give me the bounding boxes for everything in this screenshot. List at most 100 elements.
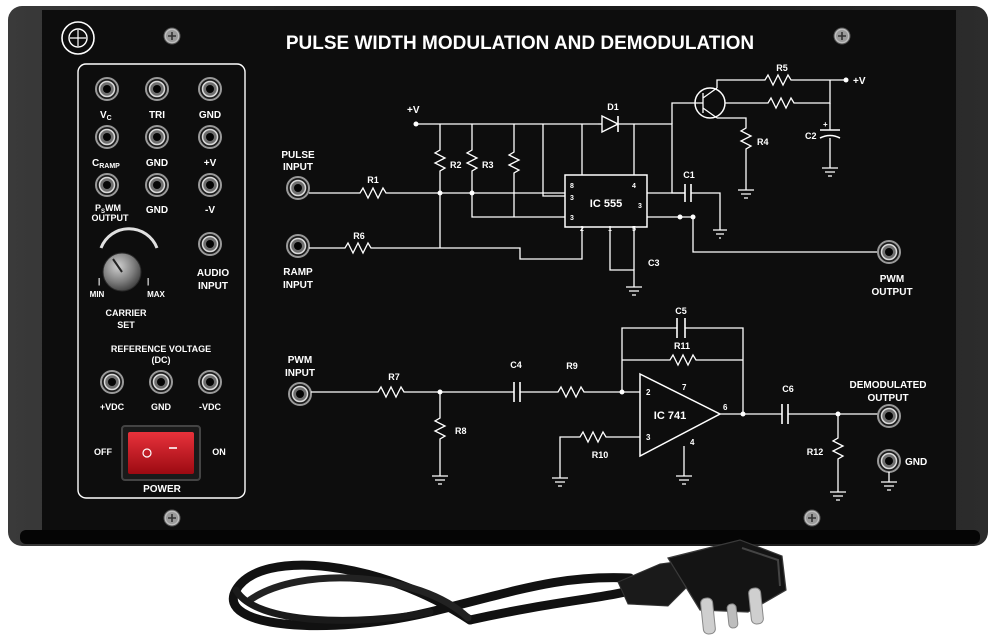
cabinet-base xyxy=(20,530,980,544)
ground-icon xyxy=(432,475,448,485)
pwm-label: PWM xyxy=(288,355,312,366)
d1-label: D1 xyxy=(607,102,619,112)
plus-v-jack[interactable] xyxy=(198,125,222,149)
wire xyxy=(647,216,878,253)
wire xyxy=(542,124,565,197)
demodulator-schematic: PWM INPUT R7 R8 C4 R9 C5 R11 IC 741 2 3 … xyxy=(285,306,927,501)
svg-text:+: + xyxy=(823,120,828,129)
power-switch[interactable] xyxy=(128,432,194,474)
c1-capacitor xyxy=(647,192,721,230)
c6-label: C6 xyxy=(782,384,794,394)
plus-v-label: +V xyxy=(204,158,217,169)
r5-label: R5 xyxy=(776,63,788,73)
r1-label: R1 xyxy=(367,175,379,185)
gnd-jack[interactable] xyxy=(198,77,222,101)
gnd-jack[interactable] xyxy=(877,449,901,473)
d1-diode xyxy=(601,114,620,134)
svg-text:8: 8 xyxy=(570,183,574,190)
c1-label: C1 xyxy=(683,170,695,180)
svg-text:7: 7 xyxy=(682,383,687,392)
on-label: ON xyxy=(212,447,226,457)
modulator-schematic: PULSE INPUT RAMP INPUT R1 R6 +V R2 R3 D1 xyxy=(281,63,912,298)
pulse-label: PULSE xyxy=(281,150,315,161)
plug-icon xyxy=(617,539,787,635)
gnd-jack[interactable] xyxy=(145,125,169,149)
minus-v-jack[interactable] xyxy=(198,173,222,197)
pwm-output-jack[interactable] xyxy=(877,240,901,264)
r10-label: R10 xyxy=(592,450,609,460)
r2-label: R2 xyxy=(450,160,462,170)
pwm-output-jack[interactable] xyxy=(95,173,119,197)
resistor xyxy=(507,124,521,217)
cramp-label: CRAMP xyxy=(92,158,120,170)
power-label: POWER xyxy=(143,484,182,495)
r3-label: R3 xyxy=(482,160,494,170)
svg-text:3: 3 xyxy=(638,203,642,210)
cramp-jack[interactable] xyxy=(95,125,119,149)
knob-scale-arc xyxy=(99,227,159,249)
r2-resistor xyxy=(433,124,447,248)
r8-resistor xyxy=(433,392,447,476)
r12-resistor xyxy=(831,414,845,492)
output-label: OUTPUT xyxy=(867,393,908,404)
pwm-label: PWM xyxy=(880,274,904,285)
audio-input-jack[interactable] xyxy=(198,232,222,256)
ground-icon xyxy=(552,477,568,487)
dc-label: (DC) xyxy=(152,355,171,365)
plus-vdc-label: +VDC xyxy=(100,402,125,412)
vc-jack[interactable] xyxy=(95,77,119,101)
r6-label: R6 xyxy=(353,231,365,241)
r4-label: R4 xyxy=(757,137,769,147)
output-label: OUTPUT xyxy=(871,287,912,298)
ground-icon xyxy=(626,286,642,296)
ground-icon xyxy=(822,167,838,177)
demodulated-output-jack[interactable] xyxy=(877,404,901,428)
r10-resistor xyxy=(559,430,640,478)
gnd-label: GND xyxy=(151,402,172,412)
r11-label: R11 xyxy=(674,341,690,351)
screw-icon xyxy=(803,509,821,527)
ground-icon xyxy=(713,229,727,239)
minus-vdc-jack[interactable] xyxy=(198,370,222,394)
r8-label: R8 xyxy=(455,426,467,436)
power-cord xyxy=(229,560,645,631)
gnd-jack[interactable] xyxy=(145,173,169,197)
svg-text:4: 4 xyxy=(690,438,695,447)
panel-title: PULSE WIDTH MODULATION AND DEMODULATION xyxy=(286,33,754,54)
ramp-input-jack[interactable] xyxy=(286,234,310,258)
r4-resistor xyxy=(717,117,753,190)
ground-icon xyxy=(830,491,846,501)
plus-vdc-jack[interactable] xyxy=(100,370,124,394)
pwm-input-jack[interactable] xyxy=(288,382,312,406)
pulse-input-jack[interactable] xyxy=(286,176,310,200)
input-label: INPUT xyxy=(198,281,228,292)
minus-v-label: -V xyxy=(205,205,215,216)
screw-icon xyxy=(163,27,181,45)
r1-resistor xyxy=(309,186,565,200)
svg-text:2: 2 xyxy=(580,226,584,233)
pwm-output-label: OUTPUT xyxy=(92,213,130,223)
r12-label: R12 xyxy=(807,447,824,457)
c5-capacitor xyxy=(621,327,744,414)
pwm-label: PSWM xyxy=(95,203,121,215)
input-label: INPUT xyxy=(285,368,315,379)
r5-resistor xyxy=(716,73,846,88)
ic555-chip xyxy=(564,174,648,228)
r9-resistor xyxy=(520,385,640,399)
svg-text:3: 3 xyxy=(570,195,574,202)
tri-label: TRI xyxy=(149,110,165,121)
tri-jack[interactable] xyxy=(145,77,169,101)
svg-text:|: | xyxy=(147,277,149,286)
gnd-label: GND xyxy=(905,457,927,468)
svg-text:6: 6 xyxy=(723,403,728,412)
c5-label: C5 xyxy=(675,306,687,316)
c2-label: C2 xyxy=(805,131,817,141)
plus-v-label: +V xyxy=(407,105,420,116)
r7-label: R7 xyxy=(388,372,400,382)
r7-resistor xyxy=(311,385,514,399)
ic741-label: IC 741 xyxy=(654,410,686,422)
gnd-jack[interactable] xyxy=(149,370,173,394)
audio-label: AUDIO xyxy=(197,268,229,279)
r11-resistor xyxy=(622,353,743,367)
